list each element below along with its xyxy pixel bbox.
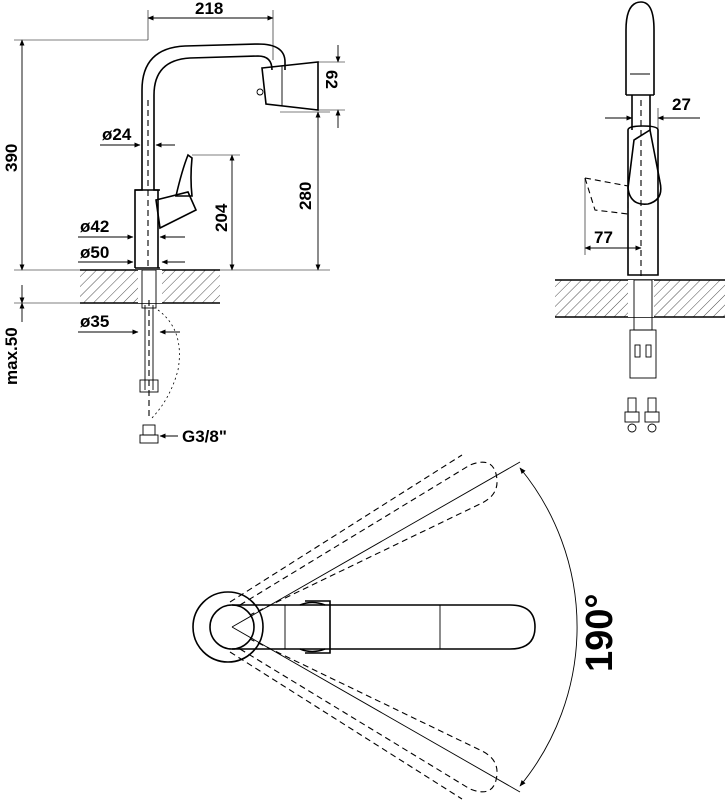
dim-280-label: 280 [296, 182, 315, 210]
dim-27-label: 27 [672, 95, 691, 114]
dim-27: 27 [605, 95, 700, 130]
dim-204: 204 [192, 154, 240, 271]
dim-connection: G3/8" [159, 427, 227, 446]
side-countertop [555, 279, 725, 318]
side-faucet-body [584, 1, 662, 433]
dim-218-label: 218 [195, 0, 223, 18]
dim-dia-24: ø24 [100, 125, 175, 148]
dim-max-50-label: max.50 [2, 327, 21, 385]
dim-77-label: 77 [594, 228, 613, 247]
front-countertop [80, 269, 220, 304]
side-view: 27 77 [555, 1, 725, 433]
dim-390-label: 390 [2, 144, 21, 172]
dim-max-50: max.50 [2, 285, 80, 385]
front-faucet-body [134, 43, 319, 444]
dim-connection-label: G3/8" [182, 427, 227, 446]
top-base-outer [192, 591, 264, 663]
dim-dia-50-label: ø50 [80, 243, 109, 262]
dim-204-label: 204 [212, 203, 231, 232]
dim-swivel-label: 190° [579, 593, 621, 672]
dim-280: 280 [220, 111, 330, 271]
front-view: 218 390 280 204 62 [2, 0, 345, 446]
dim-62: 62 [318, 45, 345, 128]
dim-dia-42: ø42 [78, 217, 185, 240]
top-spout [232, 600, 536, 654]
dim-dia-24-label: ø24 [102, 125, 132, 144]
dim-swivel: 190° [231, 461, 621, 793]
dim-dia-50: ø50 [78, 243, 185, 265]
dim-dia-35: ø35 [78, 312, 180, 335]
dim-77: 77 [584, 178, 642, 255]
dim-dia-42-label: ø42 [80, 217, 109, 236]
dim-390: 390 [2, 39, 148, 271]
top-spout-rotated [229, 454, 498, 800]
dim-dia-35-label: ø35 [80, 312, 109, 331]
dim-62-label: 62 [322, 70, 341, 89]
dim-218: 218 [147, 0, 274, 60]
top-view: 190° [192, 454, 621, 800]
